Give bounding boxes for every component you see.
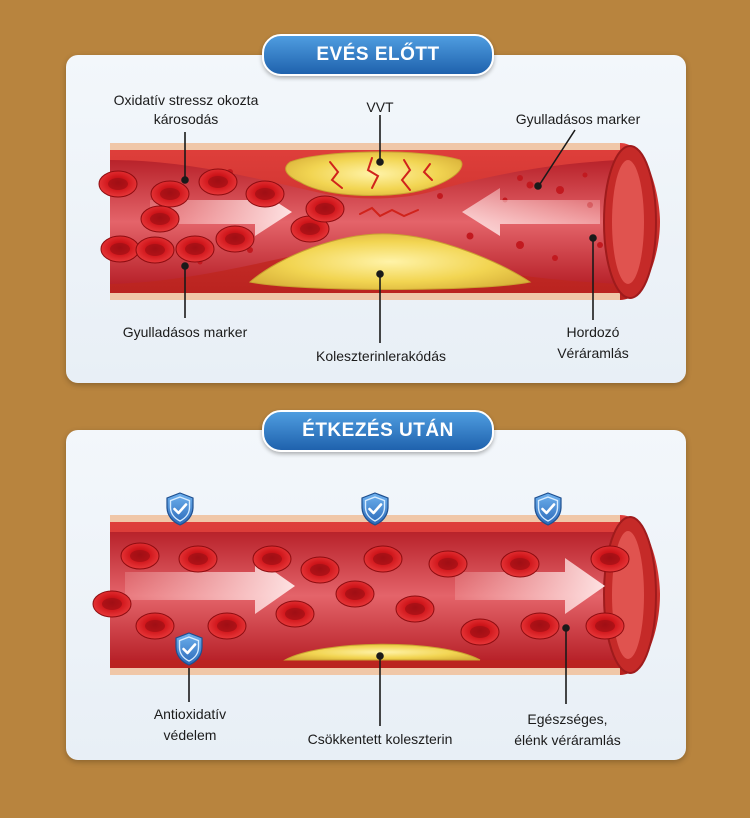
label-flow-line2: Véráramlás — [557, 345, 629, 361]
plaque-bottom — [248, 233, 532, 290]
label-healthy-line1: Egészséges, — [527, 711, 608, 727]
flow-arrow-right — [462, 188, 600, 236]
label-oxidative-stress: Oxidatív stressz okozta károsodás — [113, 92, 259, 127]
label-antioxidant-line1: Antioxidatív — [153, 706, 227, 722]
label-dvt: VVT — [366, 99, 394, 115]
label-inflammatory-marker-bottom: Gyulladásos marker — [122, 324, 248, 340]
label-healthy-line2: élénk véráramlás — [514, 732, 621, 748]
vessel-before — [110, 143, 660, 300]
label-reduced-cholesterol: Csökkentett koleszterin — [307, 731, 453, 747]
after-title: ÉTKEZÉS UTÁN — [262, 410, 494, 452]
flow-arrow-after-1 — [125, 558, 295, 614]
label-flow-line1: Hordozó — [566, 324, 620, 340]
label-inflammatory-marker-top: Gyulladásos marker — [515, 111, 641, 127]
before-title: EVÉS ELŐTT — [262, 34, 494, 76]
leader-lines-after — [188, 624, 570, 726]
inflammation-particles — [197, 169, 603, 265]
flow-arrow-after-2 — [455, 558, 605, 614]
label-cholesterol-deposit: Koleszterinlerakódás — [316, 348, 446, 364]
thrombus-cracks — [329, 157, 433, 218]
label-antioxidant-line2: védelem — [163, 727, 217, 743]
leader-lines-before — [181, 115, 597, 343]
plaque-reduced — [283, 643, 481, 661]
